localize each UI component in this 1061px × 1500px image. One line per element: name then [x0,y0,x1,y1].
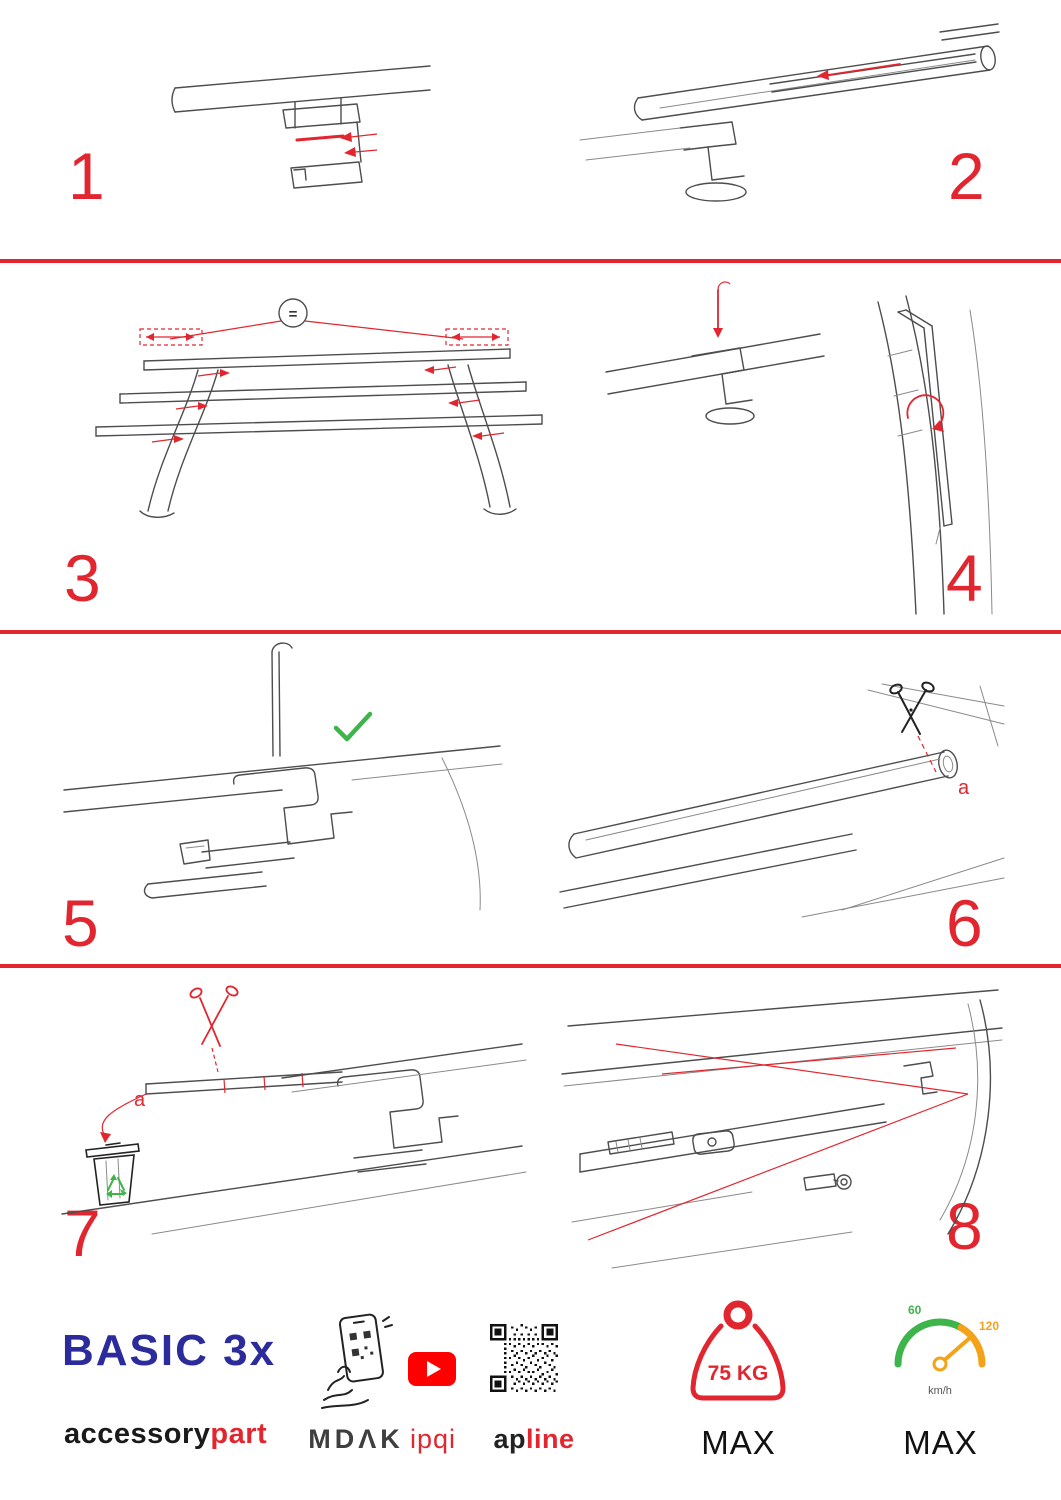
step-7-figure: a [42,982,537,1240]
step-4-number: 4 [946,541,983,615]
rotation-arrow [906,394,945,432]
step-3-figure: = [48,283,553,545]
apline-logo: apline [486,1424,582,1455]
alignment-lines [587,1043,969,1241]
crossbar-drawing [633,23,1000,121]
speed-unit-label: km/h [928,1385,952,1397]
section-divider-3 [0,964,1061,968]
scissors-icon [889,681,935,735]
ipqi-logo: ipqi [409,1424,457,1454]
roof-perspective-drawing [561,989,1003,1269]
youtube-icon [408,1352,456,1386]
roof-edge-drawing [877,295,993,615]
crossbar-profile-drawing [568,749,958,859]
step-2-figure [520,20,1005,235]
rail-and-clamp-drawing [605,333,825,425]
section-divider-1 [0,259,1061,263]
clamp-assembly-drawing [143,767,353,899]
qr-code-icon [490,1324,558,1392]
foot-clamp-drawing [579,121,747,202]
phone-scan-icon [314,1312,396,1412]
product-name: BASIC 3x [62,1326,277,1375]
step-3-number: 3 [64,541,101,615]
check-icon [333,711,373,742]
max-speed-label: MAX [903,1424,978,1461]
cut-guide-line [917,735,937,773]
max-weight-icon: 75 KG [678,1298,798,1410]
t-slot-adapter [692,1130,735,1155]
speedometer-icon: 60 120 km/h [880,1294,1000,1410]
brand-logo-black: accessory [64,1418,211,1450]
brand-logo: accessorypart [64,1418,267,1451]
equal-spacing-callout: = [139,298,509,346]
step-1-number: 1 [68,139,105,213]
trash-icon [85,1142,140,1206]
support-feet-drawing [139,364,517,518]
scissors-icon [189,985,239,1073]
cut-label: a [958,777,970,799]
step-4-figure [588,276,1012,626]
brand-logo-red: part [210,1418,268,1450]
section-divider-2 [0,630,1061,634]
apline-logo-black: ap [493,1424,526,1454]
mdak-logo: MDΛK [308,1424,404,1454]
roof-plane-drawing [63,745,503,911]
three-crossbars-drawing [95,348,543,437]
step-5-figure [52,638,517,916]
step-8-figure [552,982,1014,1284]
roof-background-drawing [559,683,1005,918]
recycle-icon [106,1174,127,1198]
clamp-assembly-drawing [336,1069,459,1173]
step-5-number: 5 [62,886,99,960]
cut-label: a [134,1089,146,1111]
clamp-drawing [282,103,363,189]
locking-pin-drawing [271,642,293,757]
adjust-arrows [151,366,505,443]
trim-strip-drawing [145,1071,343,1095]
discard-arrow [100,1093,147,1143]
step-6-number: 6 [946,886,983,960]
roof-rail-drawing [171,65,431,129]
pin-insert-arrow [713,281,731,338]
fixing-clamp-drawing [903,1061,938,1095]
allen-key-drawing [897,309,953,545]
speed-high-label: 120 [979,1319,999,1333]
step-6-figure: a [552,681,1010,920]
step-1-figure [145,50,445,245]
slide-arrow [817,63,901,80]
rubber-pad-insert [295,132,378,157]
t-bolt-drawing [803,1173,852,1191]
speed-low-label: 60 [908,1303,922,1317]
step-2-number: 2 [948,139,985,213]
max-weight-value: 75 KG [708,1362,769,1385]
equal-label: = [289,306,298,323]
apline-logo-red: line [526,1424,575,1454]
max-weight-label: MAX [701,1424,776,1461]
roof-plane-drawing [61,1043,527,1235]
